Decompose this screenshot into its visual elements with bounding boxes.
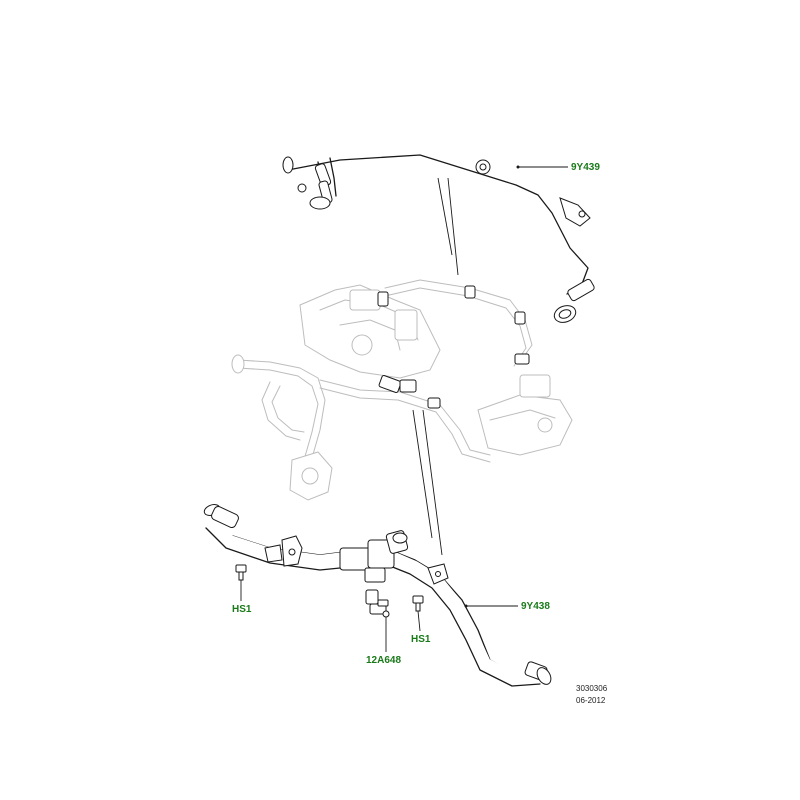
callout-bolt-right: HS1 <box>411 634 431 645</box>
upper-hose-clamp-left <box>297 163 333 210</box>
coolant-temperature-sensor <box>365 589 390 618</box>
lower-hose-end-right <box>524 661 552 685</box>
upper-hose-clamp-right <box>553 278 595 323</box>
bolt-hs1-right <box>412 595 424 612</box>
callout-sensor: 12A648 <box>366 655 402 666</box>
callout-bolt-left: HS1 <box>232 604 252 615</box>
hose-end-left <box>282 156 294 174</box>
callout-upper-hose: 9Y439 <box>571 162 600 173</box>
upper-coolant-hose <box>283 140 603 305</box>
bolt-hs1-left <box>235 564 247 581</box>
engine-context-ghost <box>231 279 573 501</box>
upper-hose-mount-bracket <box>475 159 591 227</box>
lower-hose-bracket <box>264 535 303 567</box>
figure-number: 3030306 <box>576 684 608 693</box>
coolant-connector-tee <box>339 530 409 583</box>
projection-lines <box>412 177 459 556</box>
callout-leaders <box>240 165 568 652</box>
lower-hose-end-left <box>203 504 239 529</box>
callout-lower-hose: 9Y438 <box>521 601 550 612</box>
lower-hose-bracket-right <box>427 563 449 585</box>
figure-date: 06-2012 <box>576 696 606 705</box>
